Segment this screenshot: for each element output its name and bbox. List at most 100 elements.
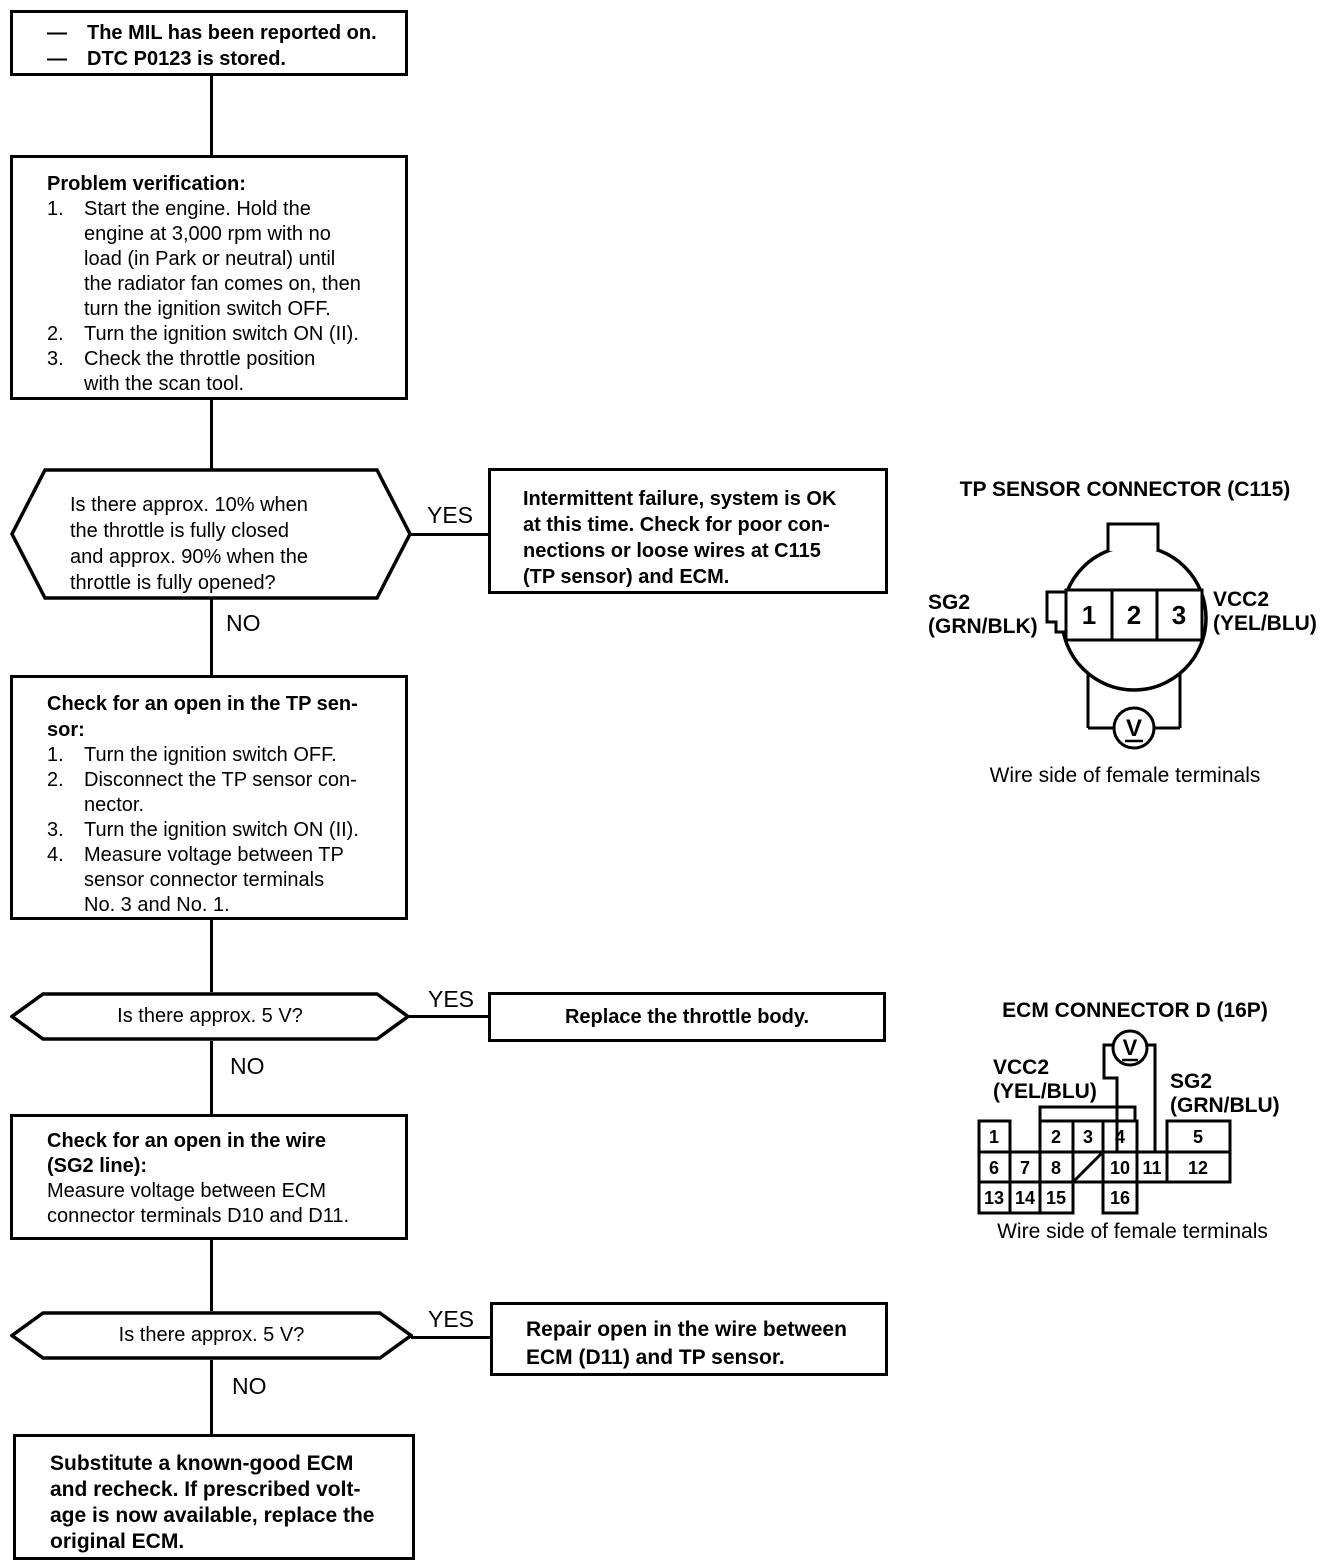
pin-number: 2 (1051, 1127, 1061, 1147)
no-branch-line (210, 598, 213, 675)
repair-wire-box: Repair open in the wire between ECM (D11… (490, 1302, 888, 1376)
pin-number: 7 (1020, 1158, 1030, 1178)
connector-notch (1045, 590, 1066, 634)
step-text: Turn the ignition switch ON (II). (84, 323, 359, 345)
box-title: Problem verification: (47, 173, 246, 195)
pin-number: 11 (1142, 1158, 1161, 1178)
check-step: 2. Disconnect the TP sensor con- nector. (47, 768, 397, 818)
tp-sensor-connector-diagram: 1 2 3 V (1045, 522, 1208, 750)
pin-number: 8 (1051, 1158, 1061, 1178)
step-number: 1. (47, 744, 64, 766)
pin-number: 1 (989, 1127, 999, 1147)
problem-verification-box: Problem verification: 1. Start the engin… (10, 155, 408, 400)
flow-connector-line (210, 1240, 213, 1311)
terminal-2-cell (1110, 588, 1159, 642)
check-step: 4. Measure voltage between TP sensor con… (47, 843, 397, 918)
start-condition-text: The MIL has been reported on. (87, 22, 377, 44)
pin-cell (977, 1180, 1012, 1215)
dash-bullet: — (47, 22, 67, 44)
yes-branch-line (408, 533, 490, 536)
no-branch-line (210, 1041, 213, 1114)
pin-number: 5 (1193, 1127, 1203, 1147)
intermittent-failure-box: Intermittent failure, system is OK at th… (488, 468, 888, 594)
step-number: 2. (47, 323, 64, 345)
connector-lid (1038, 1105, 1137, 1123)
pin-number: 10 (1110, 1158, 1130, 1178)
decision-throttle-position: Is there approx. 10% when the throttle i… (10, 468, 412, 600)
pin-cell (1101, 1180, 1139, 1215)
replace-throttle-body-box: Replace the throttle body. (488, 992, 886, 1042)
pin-number: 16 (1110, 1188, 1130, 1208)
open-tp-sensor-box: Check for an open in the TP sen- sor: 1.… (10, 675, 408, 920)
voltmeter-wire-d11 (1146, 1043, 1157, 1152)
step-text: Start the engine. Hold the engine at 3,0… (84, 198, 361, 320)
start-condition-box: — The MIL has been reported on. — DTC P0… (10, 10, 408, 76)
no-branch-line (210, 1360, 213, 1434)
no-label: NO (226, 610, 261, 636)
terminal-number: 1 (1082, 600, 1096, 630)
hexagon-shape (10, 1311, 413, 1360)
action-text: Repair open in the wire between ECM (D11… (526, 1318, 847, 1369)
voltmeter-label: V (1126, 715, 1142, 742)
voltmeter-label: V (1123, 1035, 1138, 1060)
dash-bullet: — (47, 48, 67, 70)
action-text: Substitute a known-good ECM and recheck.… (50, 1452, 375, 1553)
yes-branch-line (411, 1336, 490, 1339)
step-number: 3. (47, 348, 64, 370)
ecm-connector-title: ECM CONNECTOR D (16P) (1002, 999, 1268, 1022)
box-body-text: Measure voltage between ECM connector te… (47, 1180, 350, 1227)
start-condition-line: — The MIL has been reported on. (47, 20, 399, 46)
yes-label: YES (428, 1306, 475, 1332)
tp-vcc2-label: VCC2 (YEL/BLU) (1213, 588, 1317, 635)
box-title: Check for an open in the wire (SG2 line)… (47, 1130, 326, 1177)
pin-cell (1165, 1119, 1232, 1154)
action-text: Intermittent failure, system is OK at th… (523, 488, 837, 588)
pin-cell (1101, 1150, 1139, 1184)
no-label: NO (232, 1373, 267, 1399)
no-label: NO (230, 1053, 265, 1079)
pin-number: 3 (1083, 1127, 1093, 1147)
action-text: Replace the throttle body. (564, 1006, 810, 1028)
tp-sg2-label: SG2 (GRN/BLK) (928, 591, 1038, 638)
flow-connector-line (210, 400, 213, 470)
terminal-number: 2 (1127, 600, 1141, 630)
step-number: 2. (47, 769, 64, 791)
voltmeter-icon (1112, 706, 1156, 750)
decision-question: Is there approx. 10% when the throttle i… (70, 494, 308, 594)
check-step: 1. Turn the ignition switch OFF. (47, 743, 397, 768)
step-text: Turn the ignition switch OFF. (84, 744, 337, 766)
start-condition-line: — DTC P0123 is stored. (47, 46, 399, 72)
terminal-3-cell (1155, 588, 1204, 642)
pin-number: 6 (989, 1158, 999, 1178)
step-number: 3. (47, 819, 64, 841)
pin-number: 15 (1046, 1188, 1066, 1208)
voltmeter-icon (1111, 1029, 1149, 1067)
decision-5v-first: Is there approx. 5 V? (10, 992, 410, 1041)
step-number: 4. (47, 844, 64, 866)
decision-question: Is there approx. 5 V? (118, 1324, 305, 1346)
ecm-connector-diagram: V 1 2 3 4 5 6 7 8 10 11 12 13 14 15 16 (977, 1029, 1232, 1215)
ecm-sg2-label: SG2 (GRN/BLU) (1170, 1070, 1280, 1117)
flow-connector-line (210, 920, 213, 992)
yes-label: YES (428, 986, 475, 1012)
open-wire-box: Check for an open in the wire (SG2 line)… (10, 1114, 408, 1240)
hexagon-shape (10, 992, 410, 1041)
voltmeter-wire-d10 (1102, 1043, 1119, 1152)
decision-5v-second: Is there approx. 5 V? (10, 1311, 413, 1360)
check-step: 3. Turn the ignition switch ON (II). (47, 818, 397, 843)
pin-number: 4 (1115, 1127, 1125, 1147)
ecm-wire-side-caption: Wire side of female terminals (997, 1220, 1268, 1243)
pin-cell (1165, 1150, 1232, 1184)
pin-cell (1038, 1180, 1075, 1215)
step-number: 1. (47, 198, 64, 220)
step-text: Turn the ignition switch ON (II). (84, 819, 359, 841)
flow-connector-line (210, 76, 213, 155)
pin-number: 13 (984, 1188, 1004, 1208)
voltmeter-wires (1086, 640, 1182, 730)
verification-step: 3. Check the throttle position with the … (47, 347, 397, 397)
verification-step: 2. Turn the ignition switch ON (II). (47, 322, 397, 347)
connector-tab (1106, 522, 1160, 551)
ecm-vcc2-label: VCC2 (YEL/BLU) (993, 1056, 1097, 1103)
step-text: Measure voltage between TP sensor connec… (84, 844, 344, 916)
